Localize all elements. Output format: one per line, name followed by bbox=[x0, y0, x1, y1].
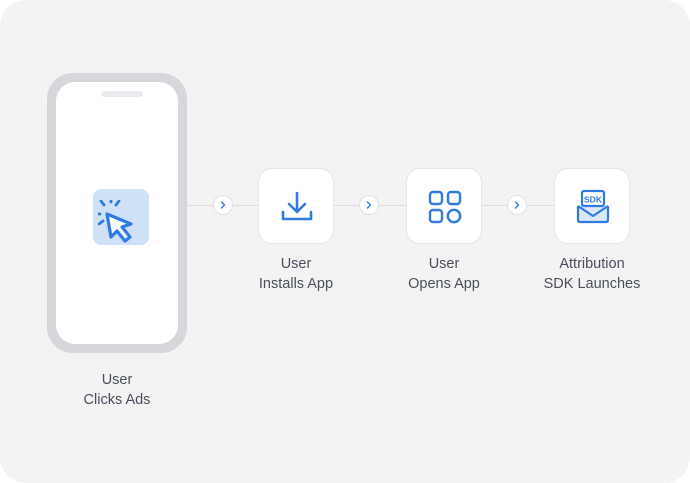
step-label-clicks: User Clicks Ads bbox=[67, 370, 167, 410]
phone-speaker bbox=[101, 91, 143, 97]
step-label-sdk: Attribution SDK Launches bbox=[527, 254, 657, 294]
phone-screen bbox=[56, 82, 178, 344]
step-tile-sdk: SDK bbox=[554, 168, 630, 244]
download-icon bbox=[281, 191, 313, 221]
sdk-badge-text: SDK bbox=[584, 195, 603, 205]
sdk-icon: SDK bbox=[576, 189, 610, 224]
step-label-line1: User bbox=[428, 256, 460, 272]
cursor-click-icon bbox=[98, 200, 133, 243]
step-label-line1: User bbox=[101, 372, 133, 388]
step-tile-opens bbox=[406, 168, 482, 244]
step-label-line1: Attribution bbox=[559, 256, 625, 272]
chevron-right-icon bbox=[213, 195, 233, 215]
step-tile-installs bbox=[258, 168, 334, 244]
step-label-installs: User Installs App bbox=[236, 254, 356, 294]
step-label-line2: Opens App bbox=[408, 276, 480, 292]
step-label-line2: Installs App bbox=[258, 276, 334, 292]
app-grid-icon bbox=[428, 190, 462, 224]
chevron-right-icon bbox=[359, 195, 379, 215]
phone-mockup bbox=[47, 73, 187, 353]
step-label-line2: SDK Launches bbox=[543, 276, 641, 292]
step-label-line1: User bbox=[280, 256, 312, 272]
step-label-line2: Clicks Ads bbox=[83, 392, 151, 408]
chevron-right-icon bbox=[507, 195, 527, 215]
step-label-opens: User Opens App bbox=[384, 254, 504, 294]
